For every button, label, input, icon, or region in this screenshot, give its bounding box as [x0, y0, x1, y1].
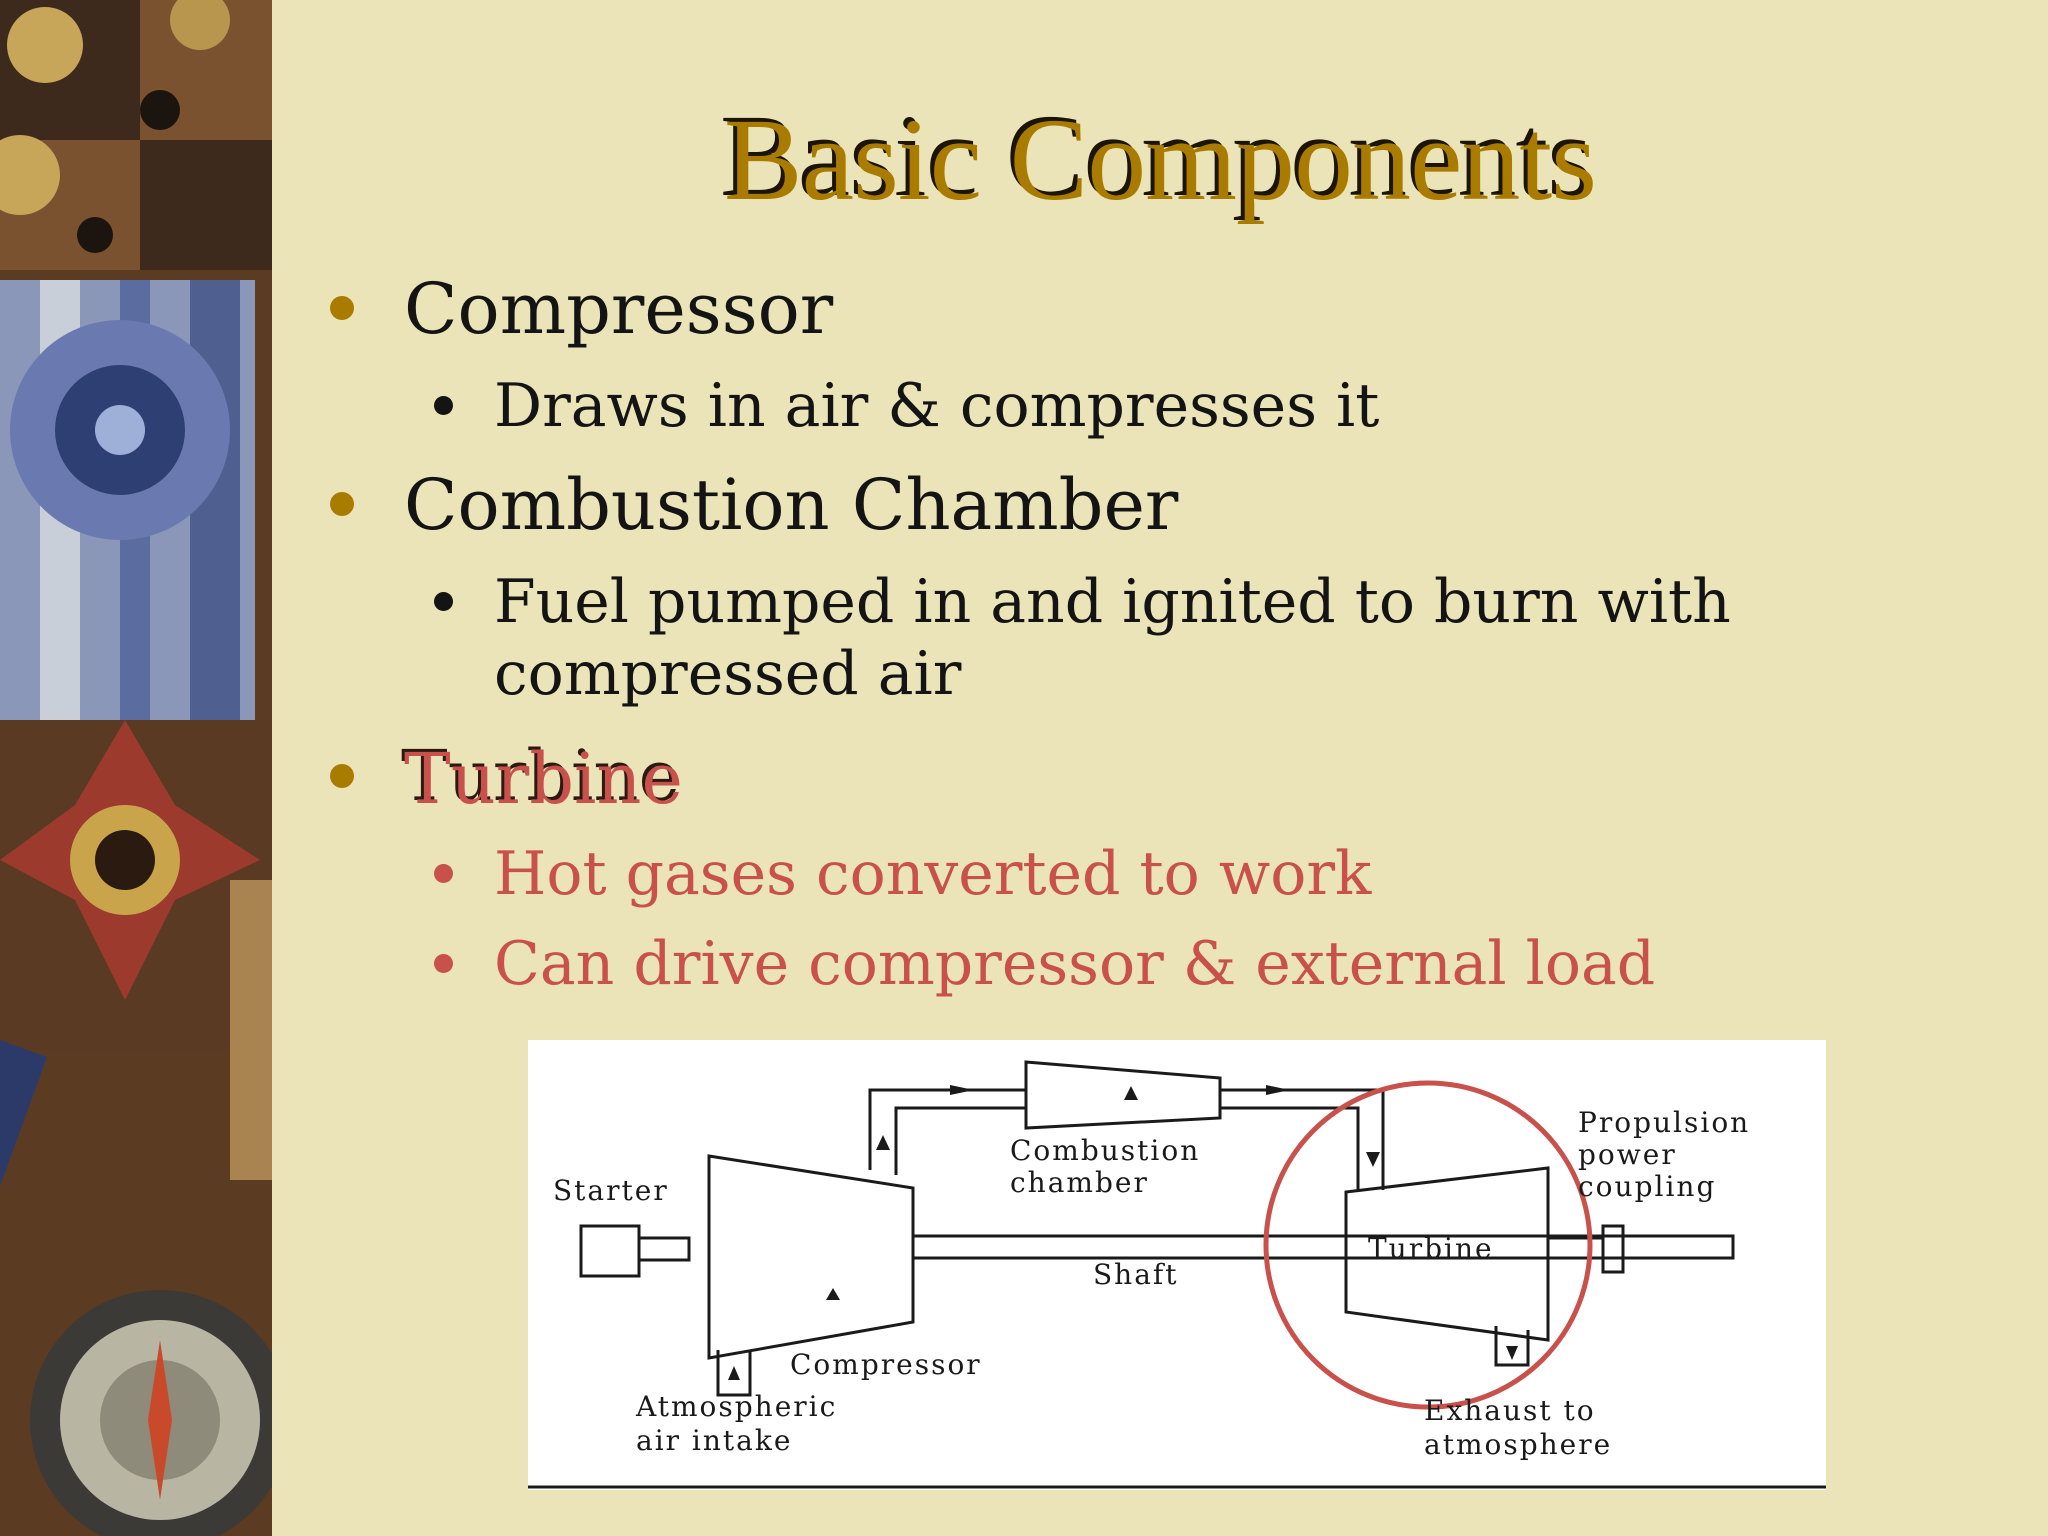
sub-bullet-turbine-work: Hot gases converted to work: [494, 839, 1372, 909]
sub-bullet-dot: [434, 396, 453, 415]
sub-bullet-dot: [434, 954, 453, 973]
label-atmosphere: atmosphere: [1424, 1428, 1612, 1461]
label-shaft: Shaft: [1093, 1258, 1179, 1291]
highlight-circle: [1263, 1080, 1593, 1410]
label-coupling: coupling: [1578, 1170, 1716, 1203]
label-atmospheric: Atmospheric: [635, 1390, 837, 1423]
sub-bullet-turbine-load: Can drive compressor & external load: [494, 929, 1656, 999]
bullet-compressor: Compressor: [404, 268, 834, 350]
bullet-dot: [330, 492, 354, 516]
bullet-combustion-chamber: Combustion Chamber: [404, 464, 1179, 546]
label-exhaust: Exhaust to: [1424, 1394, 1596, 1427]
label-propulsion: Propulsion: [1578, 1106, 1750, 1139]
combustion-chamber-shape: [1024, 1060, 1222, 1130]
starter-box: [579, 1224, 641, 1278]
sub-bullet-dot: [434, 864, 453, 883]
turbine-shape: [1344, 1166, 1550, 1342]
bullet-turbine: Turbine: [404, 738, 683, 820]
label-air-intake: air intake: [636, 1424, 792, 1457]
label-chamber: chamber: [1010, 1166, 1149, 1199]
sub-bullet-compressor: Draws in air & compresses it: [494, 371, 1380, 441]
gas-turbine-diagram: Starter Combustion chamber Shaft Turbine…: [528, 1040, 1826, 1490]
slide-title: Basic Components: [723, 94, 1597, 225]
label-combustion: Combustion: [1010, 1134, 1200, 1167]
sub-bullet-combustion: Fuel pumped in and ignited to burn with …: [494, 567, 1731, 709]
label-turbine: Turbine: [1368, 1232, 1494, 1265]
decorative-sidebar-image: [0, 0, 272, 1536]
label-compressor: Compressor: [790, 1348, 982, 1381]
coupling-block: [1601, 1224, 1625, 1274]
bullet-dot: [330, 764, 354, 788]
bullet-dot: [330, 296, 354, 320]
compressor-shape: [707, 1154, 915, 1360]
sub-bullet-dot: [434, 592, 453, 611]
label-power: power: [1578, 1138, 1677, 1171]
shaft: [911, 1234, 1735, 1260]
starter-shaft: [637, 1236, 691, 1262]
label-starter: Starter: [553, 1174, 669, 1207]
